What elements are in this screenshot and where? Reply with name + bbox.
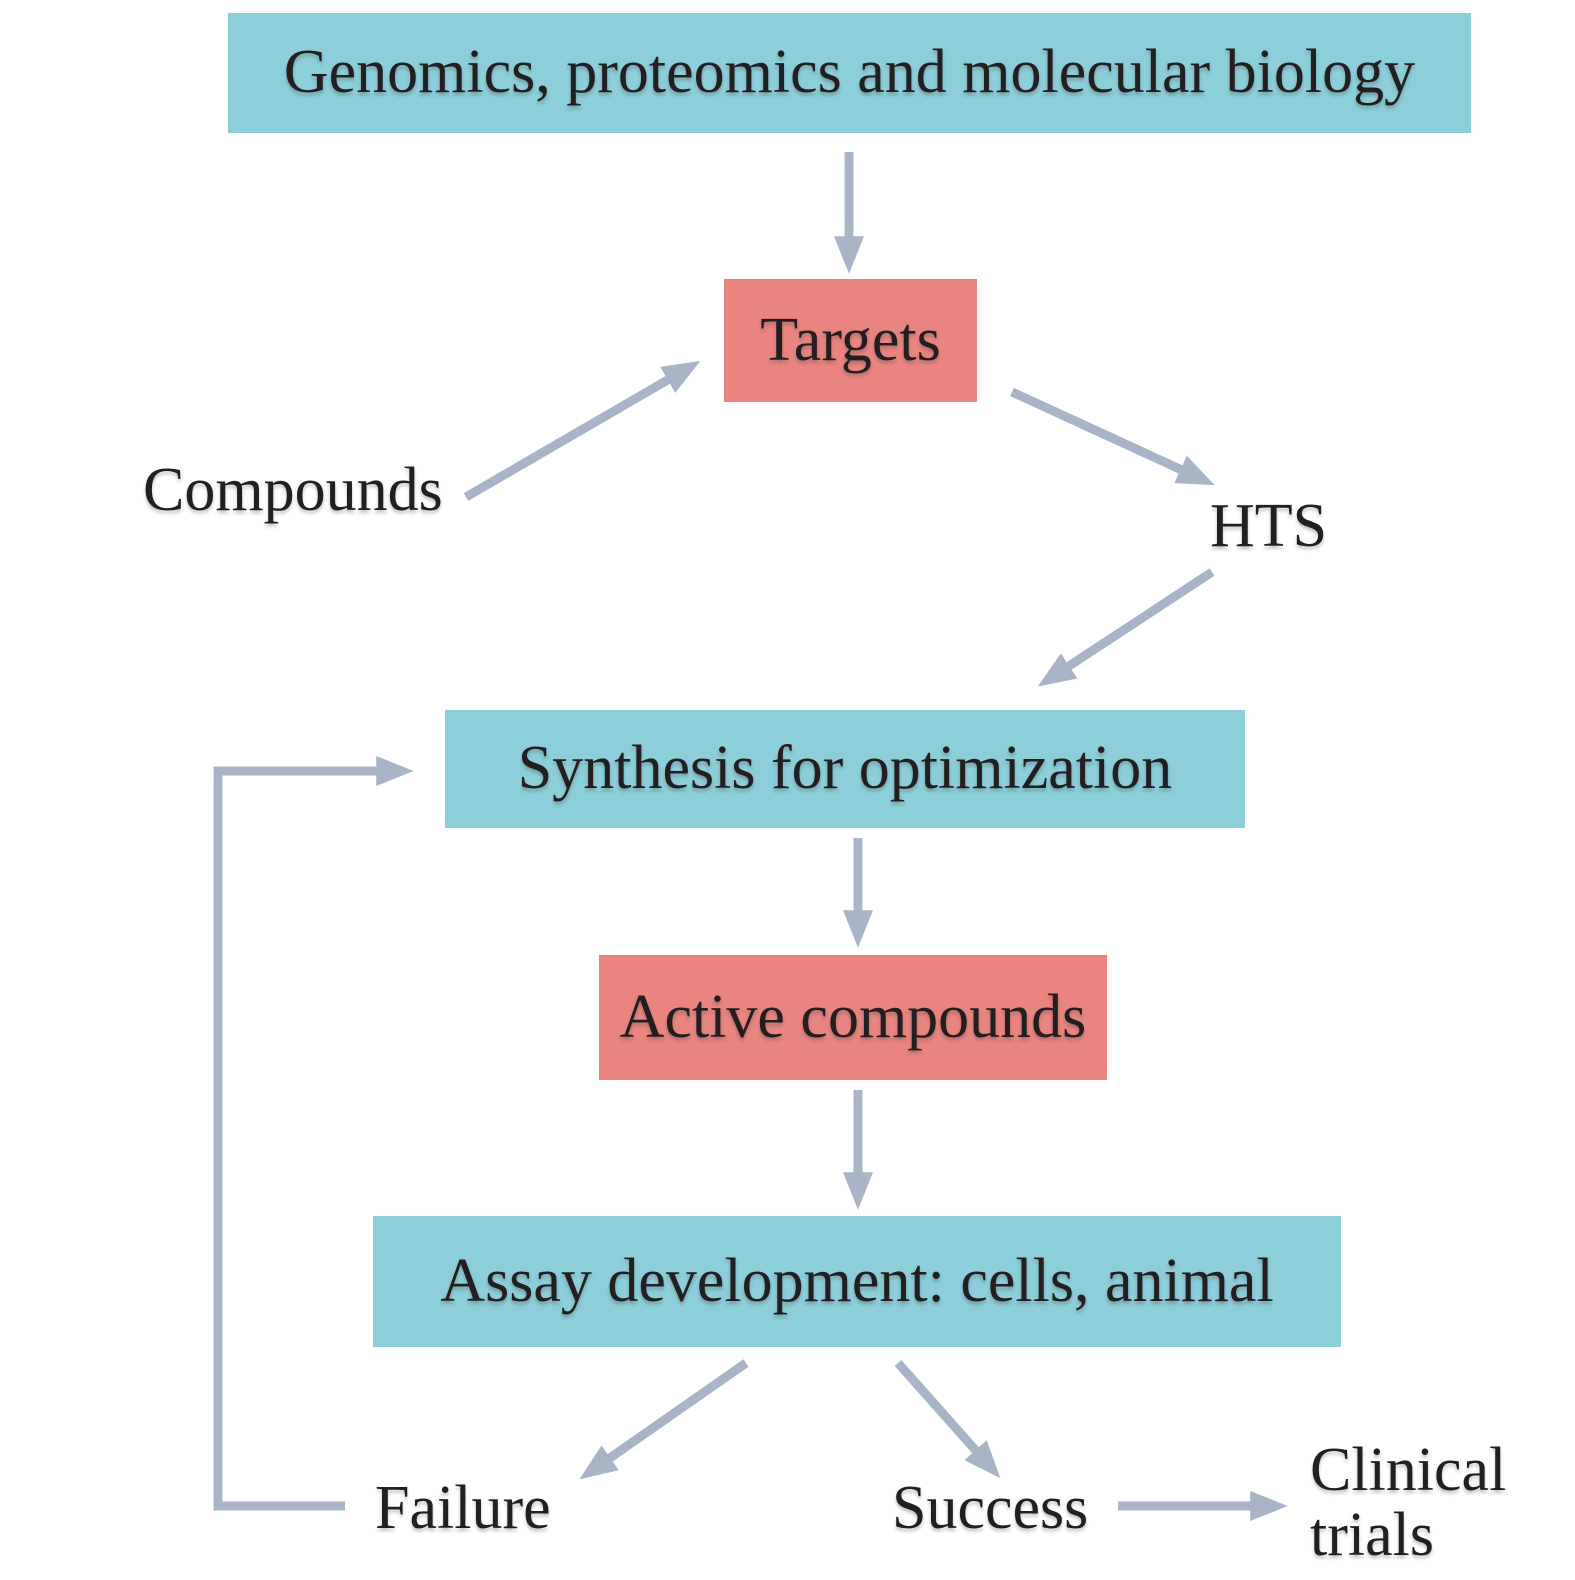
node-synthesis-label: Synthesis for optimization <box>517 734 1173 803</box>
node-synthesis-for-optimization: Synthesis for optimization <box>445 710 1245 828</box>
node-genomics-proteomics: Genomics, proteomics and molecular biolo… <box>228 13 1471 133</box>
arrow-assay-to-success <box>894 1360 1001 1479</box>
node-active-compounds: Active compounds <box>599 955 1107 1080</box>
node-assay-label: Assay development: cells, animal <box>440 1246 1274 1315</box>
arrow-compounds-to-targets <box>463 361 701 501</box>
label-hts: HTS <box>1210 492 1328 560</box>
node-assay-development: Assay development: cells, animal <box>373 1216 1341 1347</box>
arrow-failure-feedback-to-synthesis <box>213 756 414 1511</box>
node-active-compounds-label: Active compounds <box>619 982 1087 1051</box>
label-compounds: Compounds <box>143 456 443 524</box>
label-clinical-trials: Clinical trials <box>1310 1436 1507 1569</box>
node-genomics-label: Genomics, proteomics and molecular biolo… <box>283 38 1416 107</box>
arrow-targets-to-hts <box>1010 387 1215 486</box>
label-success: Success <box>892 1474 1089 1542</box>
arrow-assay-to-failure <box>579 1359 749 1480</box>
label-failure: Failure <box>375 1474 551 1542</box>
node-targets-label: Targets <box>760 305 941 374</box>
arrow-hts-to-synthesis <box>1037 568 1215 687</box>
node-targets: Targets <box>724 279 977 402</box>
